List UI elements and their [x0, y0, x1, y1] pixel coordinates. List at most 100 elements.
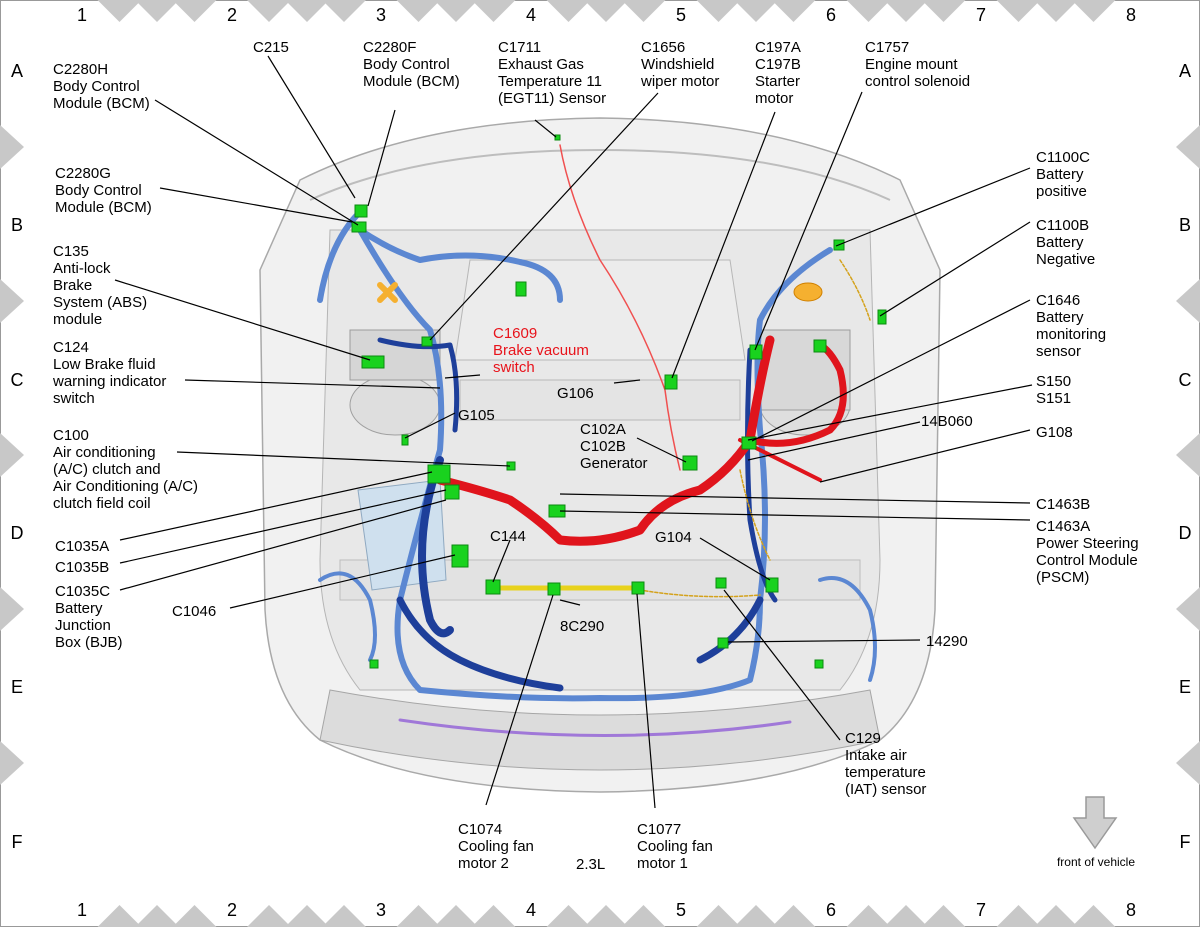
label-14290: 14290: [926, 633, 968, 650]
battery-positive-cable: [435, 335, 775, 546]
connector-c1035b: [444, 484, 460, 500]
connector-c1077: [631, 581, 645, 595]
label-c2280h: C2280H Body Control Module (BCM): [53, 61, 150, 112]
column-index-bottom: 1 2 3 4 5 6 7 8: [77, 900, 1136, 920]
grid-marker-top: [135, 0, 179, 22]
bumper: [319, 689, 881, 771]
col-label: 2: [227, 5, 237, 25]
connector-c2280f: [354, 204, 368, 218]
grid-marker-top: [285, 0, 329, 22]
front-of-vehicle-label: front of vehicle: [1057, 855, 1135, 869]
connector-c1711: [554, 134, 561, 141]
abs-harness: [377, 337, 460, 433]
brake-master-area: [349, 329, 441, 381]
label-g108: G108: [1036, 424, 1073, 441]
label-c215: C215: [253, 39, 289, 56]
grid-marker-top: [546, 0, 591, 22]
label-c102: C102A C102B Generator: [580, 421, 648, 472]
grid-marker-bottom: [771, 905, 816, 927]
connector-14290: [717, 637, 729, 649]
front-of-vehicle-indicator: front of vehicle: [1057, 796, 1135, 869]
col-label: 8: [1126, 5, 1136, 25]
grid-marker-bottom: [1071, 905, 1116, 927]
label-c100: C100 Air conditioning (A/C) clutch and A…: [53, 427, 202, 512]
grid-marker-top: [921, 0, 966, 22]
col-label: 6: [826, 900, 836, 920]
grid-marker-top: [434, 0, 478, 22]
connector-right-lower: [814, 659, 824, 669]
connector-c197: [664, 374, 678, 390]
grid-marker-top: [846, 0, 891, 22]
cowl-panel: [454, 259, 746, 361]
connector-c102: [682, 455, 698, 471]
label-c1035a: C1035A: [55, 538, 109, 555]
label-c1046: C1046: [172, 603, 216, 620]
grid-marker-top: [247, 0, 291, 22]
column-index-top: 1 2 3 4 5 6 7 8: [77, 5, 1136, 25]
bjb-harness-dark-blue: [418, 456, 454, 638]
grid-marker-top: [471, 0, 516, 22]
row-label: A: [1179, 61, 1191, 81]
label-c1757: C1757 Engine mount control solenoid: [865, 39, 970, 90]
grid-marker-top: [396, 0, 441, 22]
grid-marker-top: [884, 0, 928, 22]
grid-marker-bottom: [584, 905, 628, 927]
lower-harness-dark-blue: [396, 596, 764, 692]
connector-c215-area: [515, 281, 527, 297]
grid-marker-top: [621, 0, 666, 22]
col-label: 4: [526, 900, 536, 920]
grid-marker-right: [1176, 125, 1200, 169]
crossmember: [459, 379, 741, 421]
bumper-wire-purple: [398, 718, 792, 737]
grid-marker-bottom: [396, 905, 441, 927]
connector-c2280h: [351, 221, 367, 233]
label-c135: C135 Anti-lock Brake System (ABS) module: [53, 243, 151, 328]
row-label: B: [1179, 215, 1191, 235]
grid-marker-bottom: [996, 905, 1041, 927]
label-c2280g: C2280G Body Control Module (BCM): [55, 165, 152, 216]
grid-marker-top: [734, 0, 778, 22]
grid-marker-bottom: [846, 905, 891, 927]
grid-marker-top: [996, 0, 1041, 22]
grid-marker-top: [1071, 0, 1116, 22]
grid-marker-top: [584, 0, 628, 22]
grid-marker-left: [0, 279, 24, 323]
grid-marker-top: [696, 0, 741, 22]
left-shock-tower: [349, 374, 441, 436]
callout-labels: C2280H Body Control Module (BCM) C215 C2…: [52, 39, 1139, 873]
grid-marker-top: [771, 0, 816, 22]
col-label: 1: [77, 900, 87, 920]
grid-marker-right: [1176, 587, 1200, 631]
label-14b060: 14B060: [921, 413, 973, 430]
row-label: C: [11, 370, 24, 390]
grid-marker-bottom: [921, 905, 966, 927]
label-c1463b: C1463B: [1036, 496, 1090, 513]
label-g106: G106: [557, 385, 594, 402]
col-label: 5: [676, 900, 686, 920]
grid-marker-bottom: [434, 905, 478, 927]
vehicle-engine-bay-illustration: [259, 117, 941, 793]
row-label: C: [1179, 370, 1192, 390]
grid-marker-bottom: [172, 905, 217, 927]
label-c1609: C1609 Brake vacuum switch: [493, 325, 593, 376]
label-engine-size: 2.3L: [576, 856, 605, 873]
col-label: 1: [77, 5, 87, 25]
label-c144: C144: [490, 528, 526, 545]
row-index-left: A B C D E F: [11, 61, 24, 852]
label-c1077: C1077 Cooling fan motor 1: [637, 821, 717, 872]
grid-marker-bottom: [546, 905, 591, 927]
abs-relay-marker: [377, 282, 398, 303]
connector-c1074: [547, 582, 561, 596]
connector-c129: [715, 577, 727, 589]
label-c1656: C1656 Windshield wiper motor: [640, 39, 719, 90]
connector-c135: [361, 355, 385, 369]
label-8c290: 8C290: [560, 618, 604, 635]
label-c197: C197A C197B Starter motor: [755, 39, 805, 107]
col-label: 2: [227, 900, 237, 920]
label-c2280f: C2280F Body Control Module (BCM): [363, 39, 460, 90]
label-s150: S150 S151: [1036, 373, 1075, 407]
label-c1100b: C1100B Battery Negative: [1036, 217, 1095, 268]
grid-marker-left: [0, 433, 24, 477]
